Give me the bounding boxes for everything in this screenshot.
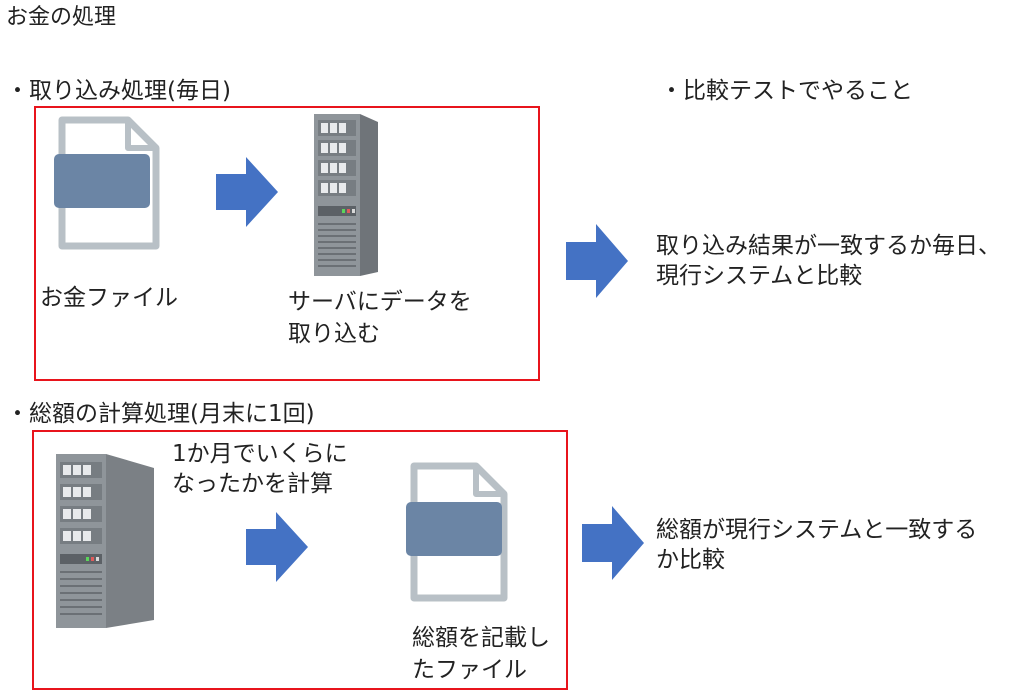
section2-heading: ・総額の計算処理(月末に1回) (6, 401, 315, 427)
section1-heading: ・取り込み処理(毎日) (6, 78, 231, 104)
server-label-line2: 取り込む (288, 321, 380, 347)
server-icon (54, 452, 156, 630)
file-label-line2: たファイル (412, 657, 527, 683)
arrow-right-icon (566, 224, 628, 298)
result2-line1: 総額が現行システムと一致する (656, 517, 978, 543)
arrow-right-icon (216, 157, 278, 227)
file-label-line1: 総額を記載し (412, 625, 550, 651)
section2-frame (32, 430, 568, 690)
document-icon (400, 462, 512, 604)
result1-line1: 取り込み結果が一致するか毎日、 (656, 233, 1001, 259)
calc-label-line2: なったかを計算 (172, 471, 333, 497)
calc-label-line1: 1か月でいくらに (172, 441, 348, 467)
section1-frame (34, 106, 540, 381)
result2-line2: か比較 (656, 547, 725, 573)
server-icon (312, 112, 380, 278)
server-label-line1: サーバにデータを (288, 289, 472, 315)
compare-heading: ・比較テストでやること (660, 78, 913, 104)
arrow-right-icon (246, 512, 308, 582)
document-icon (48, 116, 164, 252)
arrow-right-icon (582, 506, 644, 580)
result1-line2: 現行システムと比較 (656, 263, 863, 289)
file-label: お金ファイル (40, 285, 178, 311)
page-title: お金の処理 (6, 5, 117, 30)
